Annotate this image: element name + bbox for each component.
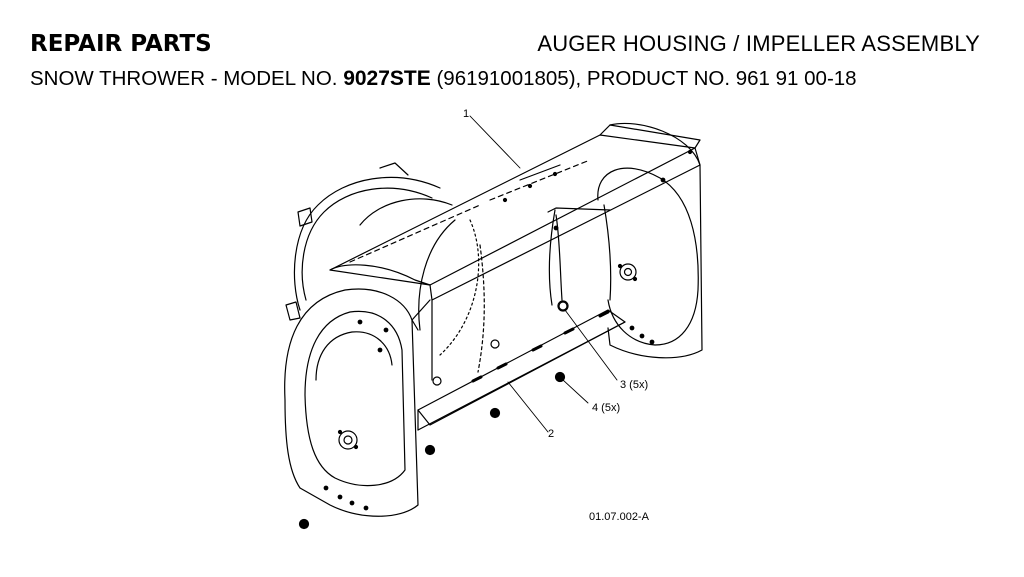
- assembly-title: AUGER HOUSING / IMPELLER ASSEMBLY: [537, 31, 980, 56]
- leader-1: [469, 115, 521, 169]
- leader-3: [564, 309, 618, 381]
- callout-4: 4 (5x): [592, 402, 620, 414]
- right-side-plate: [547, 122, 703, 359]
- left-side-plate: [284, 288, 431, 517]
- callout-3: 3 (5x): [620, 379, 648, 391]
- drawing-code: 01.07.002-A: [589, 511, 649, 523]
- shave-plate: [417, 309, 626, 431]
- subtitle-suffix: (96191001805), PRODUCT NO. 961 91 00-18: [430, 67, 857, 90]
- subtitle-prefix: SNOW THROWER - MODEL NO.: [30, 67, 344, 90]
- model-subtitle: SNOW THROWER - MODEL NO. 9027STE (961910…: [30, 68, 857, 90]
- leader-2: [507, 381, 549, 433]
- housing-top-panel: [329, 124, 701, 301]
- hex-nuts: [298, 371, 566, 530]
- callout-1: 1: [463, 108, 469, 120]
- impeller-housing-drum: [285, 162, 480, 356]
- page-title: REPAIR PARTS: [30, 31, 212, 57]
- carriage-bolts: [557, 300, 569, 312]
- leader-4: [562, 379, 589, 404]
- leader-lines: [469, 115, 618, 433]
- model-number: 9027STE: [343, 67, 431, 90]
- callout-2: 2: [548, 428, 554, 440]
- housing-back-wall: [431, 209, 568, 386]
